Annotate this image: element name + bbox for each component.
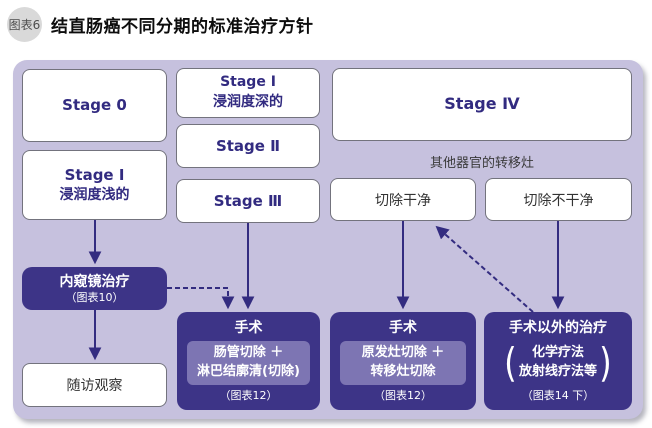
stage-1-shallow-box: Stage Ⅰ 浸润度浅的: [22, 150, 167, 220]
followup-box: 随访观察: [22, 363, 167, 407]
stage-4-label: Stage Ⅳ: [444, 94, 520, 114]
endoscopy-treatment-box: 内窥镜治疗 （图表10）: [22, 267, 167, 310]
surgery-box-1: 手术 肠管切除 ＋ 淋巴结廓清(切除) （图表12）: [177, 312, 320, 410]
stage-0-box: Stage 0: [22, 69, 167, 142]
surgery-2-detail: 原发灶切除 ＋ 转移灶切除: [340, 341, 466, 385]
figure-number-badge: 图表6: [7, 7, 42, 42]
metastasis-label: 其他器官的转移灶: [429, 156, 534, 171]
figure-title: 结直肠癌不同分期的标准治疗方针: [51, 17, 314, 37]
surgery-2-detail-line2: 转移灶切除: [370, 364, 436, 379]
stage-1-shallow-sublabel: 浸润度浅的: [59, 186, 130, 203]
stage-2-label: Stage Ⅱ: [215, 136, 281, 155]
surgery-1-ref: （图表12）: [219, 388, 278, 402]
surgery-1-detail-line2: 淋巴结廓清(切除): [197, 364, 300, 379]
stage-1-deep-sublabel: 浸润度深的: [213, 94, 283, 110]
non-surgery-detail: ( 化学疗法 放射线疗法等 ): [503, 339, 613, 387]
surgery-1-detail-line1: 肠管切除 ＋: [213, 345, 284, 361]
non-surgery-treatment-box: 手术以外的治疗 ( 化学疗法 放射线疗法等 ) （图表14 下）: [484, 312, 632, 410]
non-surgery-line2: 放射线疗法等: [518, 364, 597, 379]
surgery-2-ref: （图表12）: [374, 388, 432, 402]
surgery-1-title: 手术: [234, 320, 263, 336]
open-paren-glyph: (: [504, 339, 517, 387]
non-surgery-lines: 化学疗法 放射线疗法等: [519, 344, 597, 382]
stage-3-box: Stage Ⅲ: [176, 179, 320, 223]
non-surgery-title: 手术以外的治疗: [509, 320, 607, 336]
resect-unclean-box: 切除不干净: [485, 178, 632, 221]
close-paren-glyph: ): [599, 339, 612, 387]
flowchart-panel: Stage 0 Stage Ⅰ 浸润度浅的 Stage Ⅰ 浸润度深的 Stag…: [13, 60, 643, 419]
endoscopy-title: 内窥镜治疗: [59, 273, 130, 290]
dashed-arrow-nonsurgery-to-resectclean: [435, 225, 534, 313]
surgery-1-detail: 肠管切除 ＋ 淋巴结廓清(切除): [187, 341, 310, 385]
figure-header: 图表6 结直肠癌不同分期的标准治疗方针: [7, 7, 314, 42]
non-surgery-line1: 化学疗法: [531, 345, 584, 361]
stage-1-deep-label: Stage Ⅰ: [220, 74, 276, 91]
non-surgery-ref: （图表14 下）: [521, 388, 595, 402]
surgery-2-detail-line1: 原发灶切除 ＋: [361, 345, 445, 361]
endoscopy-ref: （图表10）: [65, 291, 124, 304]
stage-1-deep-box: Stage Ⅰ 浸润度深的: [176, 68, 320, 118]
followup-label: 随访观察: [66, 378, 123, 394]
stage-4-box: Stage Ⅳ: [332, 68, 632, 141]
stage-1-shallow-label: Stage Ⅰ: [64, 165, 125, 184]
dashed-arrow-endoscopy-to-surgery1: [167, 287, 235, 310]
resect-clean-label: 切除干净: [375, 192, 431, 209]
resect-unclean-label: 切除不干净: [523, 192, 594, 209]
surgery-2-title: 手术: [389, 320, 417, 336]
surgery-box-2: 手术 原发灶切除 ＋ 转移灶切除 （图表12）: [330, 312, 476, 410]
stage-2-box: Stage Ⅱ: [176, 124, 320, 168]
stage-3-label: Stage Ⅲ: [213, 191, 283, 210]
stage-0-label: Stage 0: [62, 96, 127, 114]
resect-clean-box: 切除干净: [330, 178, 476, 221]
